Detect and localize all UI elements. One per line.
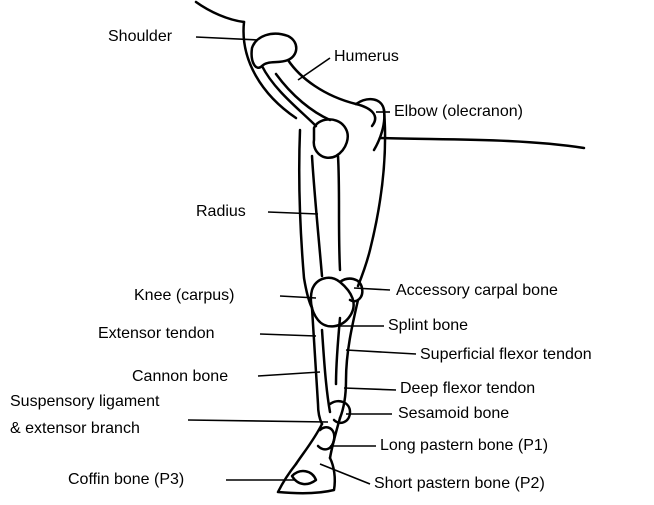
label-shoulder: Shoulder bbox=[108, 28, 172, 46]
accessory-carpal-shape bbox=[340, 279, 362, 302]
elbow-joint bbox=[314, 119, 348, 157]
label-extensor-tendon: Extensor tendon bbox=[98, 325, 215, 343]
label-elbow: Elbow (olecranon) bbox=[394, 103, 523, 121]
deep-flexor-leader bbox=[344, 388, 396, 390]
label-suspensory-line2: & extensor branch bbox=[10, 420, 140, 438]
radius-bone-right bbox=[338, 156, 340, 270]
label-splint-bone: Splint bone bbox=[388, 317, 468, 335]
label-deep-flexor: Deep flexor tendon bbox=[400, 380, 535, 398]
label-sesamoid: Sesamoid bone bbox=[398, 405, 509, 423]
label-long-pastern: Long pastern bone (P1) bbox=[380, 437, 548, 455]
cannon-bone-leader bbox=[258, 372, 320, 376]
label-accessory-carpal: Accessory carpal bone bbox=[396, 282, 558, 300]
pastern-front bbox=[296, 424, 322, 464]
humerus-bone bbox=[262, 60, 375, 126]
humerus-leader bbox=[298, 58, 330, 80]
label-humerus: Humerus bbox=[334, 48, 399, 66]
shoulder-leader bbox=[196, 37, 258, 40]
carpus bbox=[311, 278, 354, 327]
chest-outline bbox=[380, 138, 584, 148]
short-pastern-leader bbox=[320, 464, 370, 484]
label-coffin-bone: Coffin bone (P3) bbox=[68, 471, 184, 489]
label-radius: Radius bbox=[196, 203, 246, 221]
label-superficial-flexor: Superficial flexor tendon bbox=[420, 346, 592, 364]
radius-bone-left bbox=[312, 156, 322, 276]
cannon-front bbox=[312, 308, 322, 424]
label-knee: Knee (carpus) bbox=[134, 287, 235, 305]
superficial-flexor-leader bbox=[346, 350, 416, 354]
label-suspensory-line1: Suspensory ligament bbox=[10, 393, 159, 411]
splint-bone-inner bbox=[336, 318, 340, 384]
radius-leader bbox=[268, 212, 318, 214]
accessory-carpal-leader bbox=[354, 288, 390, 290]
label-short-pastern: Short pastern bone (P2) bbox=[374, 475, 545, 493]
label-cannon-bone: Cannon bone bbox=[132, 368, 228, 386]
cannon-bone-inner bbox=[322, 330, 330, 412]
forearm-front bbox=[299, 130, 312, 308]
coffin-bone-shape bbox=[292, 471, 316, 484]
olecranon bbox=[356, 99, 384, 150]
hoof bbox=[278, 458, 335, 493]
suspensory-leader bbox=[188, 420, 328, 422]
body-outline bbox=[196, 2, 244, 22]
extensor-tendon-leader bbox=[260, 334, 316, 336]
